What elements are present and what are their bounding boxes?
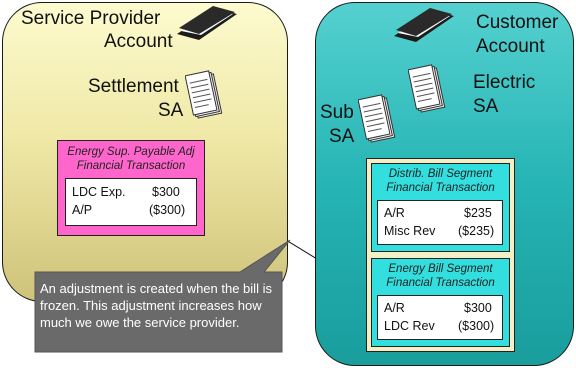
energy-sup-payable-adj-transaction: Energy Sup. Payable Adj Financial Transa… [57,140,205,236]
ft-header-line1: Distrib. Bill Segment [388,168,493,180]
ft-entries-box: A/R $235 Misc Rev ($235) [377,200,503,245]
energy-bill-segment-transaction: Energy Bill Segment Financial Transactio… [371,258,510,347]
ft-entries-box: LDC Exp. $300 A/P ($300) [65,178,197,226]
ft-entries-box: A/R $300 LDC Rev ($300) [377,295,503,340]
distrib-bill-segment-transaction: Distrib. Bill Segment Financial Transact… [371,163,510,252]
ft-row-amount: ($235) [458,224,495,238]
electric-sa-label: Electric [473,72,536,93]
callout-text: An adjustment is created when the bill i… [40,281,272,330]
document-stack-icon [408,64,446,113]
customer-account-label: Account [476,36,545,57]
folder-icon [394,8,454,42]
ft-header-line2: Financial Transaction [386,277,495,289]
settlement-sa-label-2: SA [158,100,184,121]
customer-title: Customer [476,12,559,33]
ft-row-label: A/R [384,301,405,315]
ft-row-amount: $300 [464,301,492,315]
service-provider-title: Service Provider [21,8,161,29]
sub-sa-label: Sub [320,102,354,123]
folder-icon [177,6,237,40]
ft-row-amount: $300 [152,185,180,199]
ft-row-amount: ($300) [149,203,186,217]
ft-header-line2: Financial Transaction [386,182,495,194]
ft-row-label: A/P [72,203,93,217]
ft-header-line2: Financial Transaction [76,160,186,172]
document-stack-icon [358,94,396,143]
ft-row-label: LDC Exp. [72,185,126,199]
ft-row-label: LDC Rev [384,319,435,333]
sub-sa-label-2: SA [329,126,355,147]
ft-row-amount: $235 [464,206,492,220]
service-provider-panel [2,2,288,302]
ft-row-label: A/R [384,206,405,220]
service-provider-account-label: Account [104,31,173,52]
ft-header-line1: Energy Bill Segment [388,263,493,275]
ft-header-line1: Energy Sup. Payable Adj [67,146,195,158]
document-stack-icon [185,70,223,119]
ft-row-amount: ($300) [458,319,495,333]
settlement-sa-label: Settlement [88,76,179,97]
ft-row-label: Misc Rev [384,224,436,238]
electric-sa-label-2: SA [473,96,499,117]
